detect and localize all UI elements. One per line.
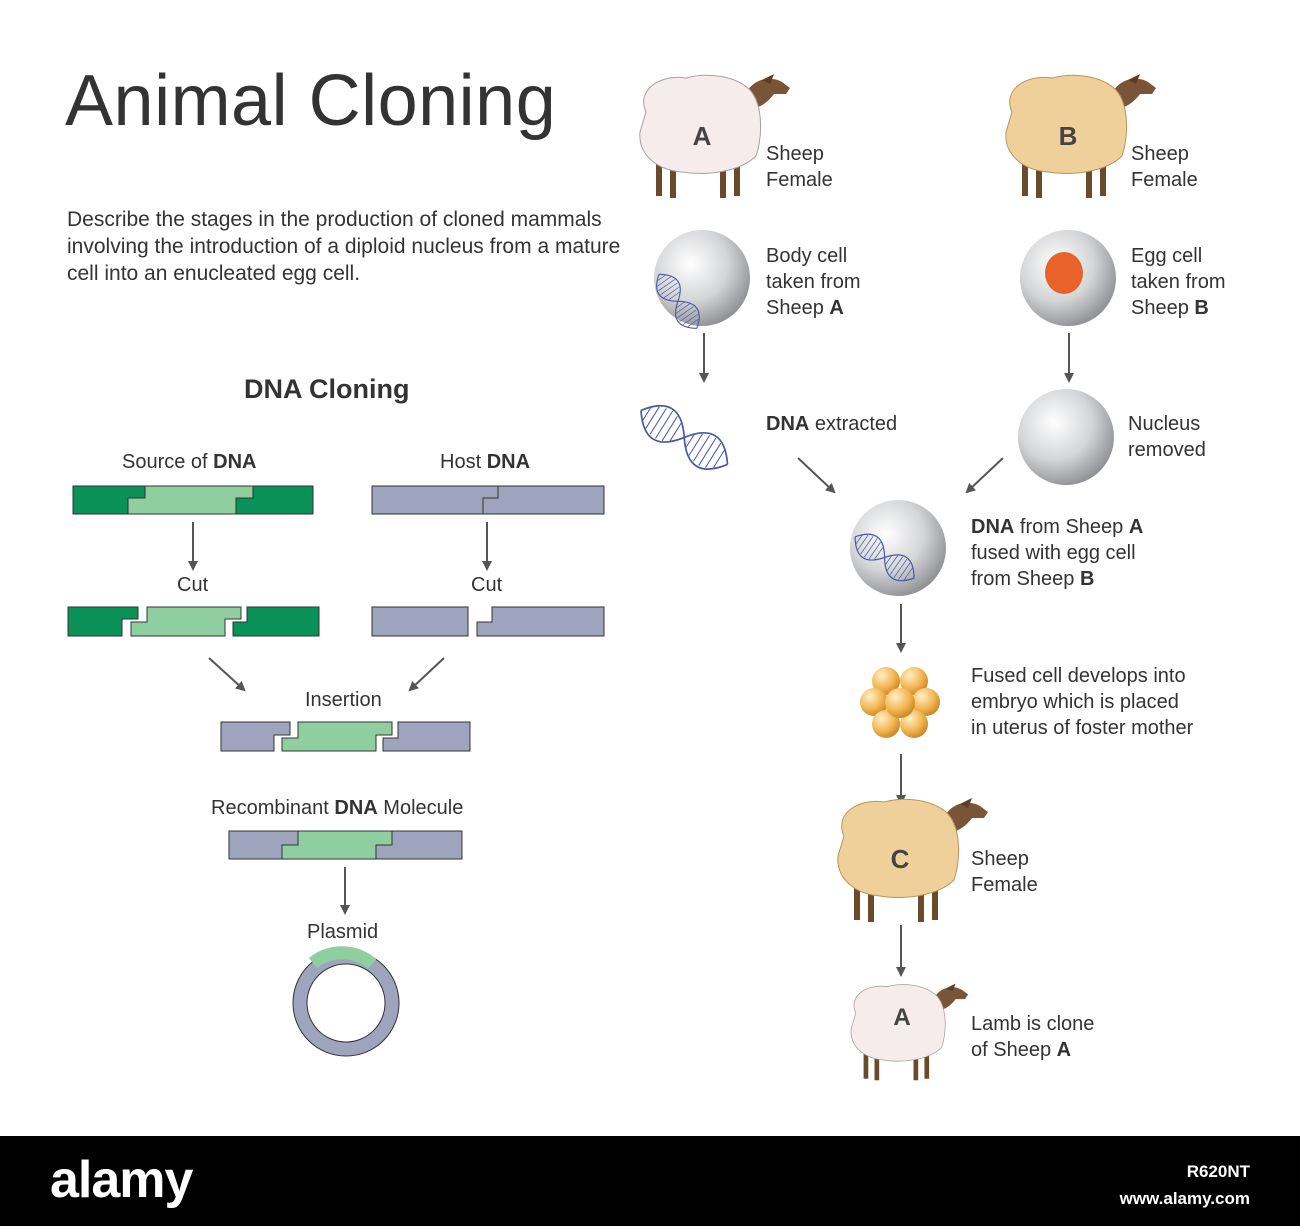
sheep-c-letter: C <box>891 844 910 874</box>
sheep-b-letter: B <box>1059 121 1078 151</box>
sheep-a-letter: A <box>693 121 712 151</box>
insertion-label: Insertion <box>305 689 382 711</box>
sheep-c-figure <box>837 798 988 922</box>
plasmid-ring <box>292 946 400 1057</box>
sheep-b-figure <box>1005 74 1156 198</box>
egg-cell <box>1020 230 1116 326</box>
dna-extracted-label: DNA extracted <box>766 413 898 435</box>
lamb-letter: A <box>893 1004 910 1031</box>
footer-image-info: R620NT www.alamy.com <box>1120 1158 1250 1212</box>
alamy-logo: alamy <box>50 1151 193 1209</box>
cut-label-right: Cut <box>471 574 503 596</box>
enucleated-cell <box>1018 389 1114 485</box>
host-dna-bar <box>371 485 605 515</box>
image-id: R620NT <box>1186 1162 1250 1181</box>
recombinant-bar <box>228 830 463 860</box>
diagram-graphics: A B C <box>67 74 1156 1081</box>
recombinant-dna-label: Recombinant DNA Molecule <box>211 797 464 819</box>
arrow-to-insertion-right <box>408 657 445 692</box>
host-dna-label: Host DNA <box>440 451 531 473</box>
source-dna-bar <box>72 485 314 515</box>
page-title: Animal Cloning <box>65 61 557 141</box>
body-cell <box>648 230 750 336</box>
sheep-a-figure <box>639 74 790 198</box>
cut-label-left: Cut <box>177 574 209 596</box>
description-text: Describe the stages in the production of… <box>67 208 621 285</box>
arrow-to-insertion-left <box>208 657 246 692</box>
footer-bar <box>0 1136 1300 1226</box>
footer-url: www.alamy.com <box>1119 1189 1250 1208</box>
source-of-dna-label: Source of DNA <box>122 451 257 473</box>
fused-cell <box>847 500 946 596</box>
embryo-cluster <box>860 667 940 738</box>
insertion-bar <box>220 721 471 752</box>
arrow-cell-fusion <box>965 457 1004 494</box>
arrow-dna-fusion <box>797 457 836 494</box>
lamb-figure <box>850 983 969 1081</box>
cut-source-pieces <box>67 606 320 637</box>
plasmid-label: Plasmid <box>307 921 379 943</box>
nucleus <box>1045 252 1083 294</box>
dna-helix <box>630 394 738 481</box>
dna-cloning-heading: DNA Cloning <box>244 374 410 404</box>
cut-host-pieces <box>371 606 605 637</box>
